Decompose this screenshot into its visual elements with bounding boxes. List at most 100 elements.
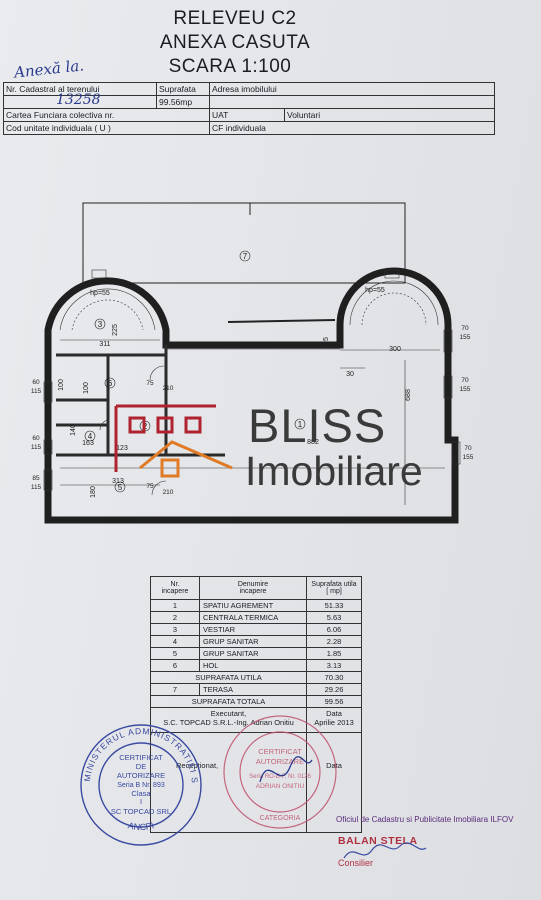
row-surface: 6.06 <box>306 623 362 636</box>
arc-left-inner <box>59 288 156 331</box>
dim-123: 123 <box>116 445 128 452</box>
officer-name: BALAN STELA <box>338 835 418 847</box>
window-marker <box>91 269 107 279</box>
red-stamp-text-4: ADRIAN ONITIU <box>256 783 305 790</box>
row-surface: 5.63 <box>306 611 362 624</box>
row-name: HOL <box>199 659 307 672</box>
door-75-b: 75 <box>146 483 154 490</box>
red-stamp-text-3: Seria RO-B-F, Nr. 0126 <box>249 774 311 780</box>
table-row: 5 GRUP SANITAR 1.85 <box>150 647 362 660</box>
useful-value: 70.30 <box>306 671 362 684</box>
window-marker <box>384 269 400 279</box>
row-nr: 6 <box>150 659 200 672</box>
window-155-r3: 155 <box>463 454 474 461</box>
executant-value: S.C. TOPCAD S.R.L.-Ing. Adrian Onitiu <box>163 718 294 727</box>
stamp-text-5: Clasa <box>131 789 151 798</box>
stamp-text-6: I <box>140 797 142 806</box>
row-name: GRUP SANITAR <box>199 647 307 660</box>
window-70-r3: 70 <box>464 445 472 452</box>
row-nr: 1 <box>150 599 200 612</box>
dim-105: 105 <box>323 337 330 349</box>
window-115: 115 <box>31 388 42 395</box>
window-60-b: 60 <box>32 435 40 442</box>
window-155-r2: 155 <box>460 386 471 393</box>
dim-225: 225 <box>112 324 119 336</box>
row-name: SPATIU AGREMENT <box>199 599 307 612</box>
dim-30: 30 <box>346 371 354 378</box>
dim-180: 180 <box>90 486 97 498</box>
reception-label: Receptionat, <box>176 761 219 770</box>
floor-plan: 7 1 3 6 4 2 5 532 300 30 882 311 163 123… <box>31 202 474 524</box>
engineer-stamp-icon: CERTIFICAT AUTORIZARE Seria RO-B-F, Nr. … <box>223 715 337 829</box>
window-marker <box>43 469 53 491</box>
row-name: CENTRALA TERMICA <box>199 611 307 624</box>
title-line-3: SCARA 1:100 <box>168 56 292 77</box>
total-surface-row: SUPRAFATA TOTALA 99.56 <box>150 695 362 708</box>
window-115-b: 115 <box>31 444 42 451</box>
dim-163: 163 <box>82 440 94 447</box>
date2-label: Data <box>306 732 362 833</box>
officer-signature-icon <box>343 842 427 859</box>
brand-subtitle: Imobiliare <box>245 448 423 494</box>
useful-label: SUPRAFATA UTILA <box>150 671 307 684</box>
terrace-edge <box>227 319 336 323</box>
cf-individual-label: CF individuala <box>209 121 495 135</box>
window-115-c: 115 <box>31 484 42 491</box>
row-surface: 3.13 <box>306 659 362 672</box>
dim-300: 300 <box>389 346 401 353</box>
property-info-table: Nr. Cadastral al terenului Suprafata Adr… <box>3 82 495 135</box>
dim-100-a: 100 <box>58 379 65 391</box>
stamp-ring-bottom: ANCPI <box>127 820 155 832</box>
door-swing-3 <box>99 419 109 431</box>
window-marker <box>443 375 453 399</box>
table-row: 1 SPATIU AGREMENT 51.33 <box>150 599 362 612</box>
stamp-text-7: SC TOPCAD SRL <box>111 807 171 816</box>
terrace-nr: 7 <box>150 683 200 696</box>
table-row: 6 HOL 3.13 <box>150 659 362 672</box>
row-name: GRUP SANITAR <box>199 635 307 648</box>
stamp-text-1: CERTIFICAT <box>119 753 163 762</box>
office-line: Oficiul de Cadastru si Publicitate Imobi… <box>336 815 514 824</box>
dim-100-b: 100 <box>83 382 90 394</box>
arc-right-dim <box>361 292 427 326</box>
row-nr: 3 <box>150 623 200 636</box>
header-surface: Suprafata utila[ mp] <box>306 576 362 600</box>
dim-882: 882 <box>307 439 319 446</box>
door-75-210: 75 <box>146 380 154 387</box>
bliss-logo-icon <box>114 404 233 478</box>
room-number-5: 5 <box>118 483 123 492</box>
door-swing-1 <box>149 365 165 381</box>
total-value: 99.56 <box>306 695 362 708</box>
row-surface: 51.33 <box>306 599 362 612</box>
date-value: Aprilie 2013 <box>314 718 354 727</box>
room-number-4: 4 <box>88 432 93 441</box>
window-marker <box>443 329 453 353</box>
table-row: 2 CENTRALA TERMICA 5.63 <box>150 611 362 624</box>
red-stamp-text-5: CATEGORIA <box>260 815 301 822</box>
door-swing-2 <box>151 480 167 496</box>
row-surface: 1.85 <box>306 647 362 660</box>
date-label: Data <box>326 709 342 718</box>
door-210: 210 <box>163 385 174 392</box>
room-number-7: 7 <box>243 252 248 261</box>
svg-text:ANCPI: ANCPI <box>127 820 155 832</box>
window-marker <box>43 381 53 403</box>
dim-688: 688 <box>405 389 412 401</box>
dim-532: 532 <box>224 342 236 349</box>
exterior-walls <box>44 267 459 524</box>
total-label: SUPRAFATA TOTALA <box>150 695 307 708</box>
dim-313: 313 <box>112 478 124 485</box>
terrace-value: 29.26 <box>306 683 362 696</box>
window-60: 60 <box>32 379 40 386</box>
window-marker <box>43 439 53 455</box>
hp-55-right: hp=55 <box>365 287 385 294</box>
row-surface: 2.28 <box>306 635 362 648</box>
terrace-label: TERASA <box>199 683 307 696</box>
arc-left-dim <box>71 299 144 331</box>
window-155-r1: 155 <box>460 334 471 341</box>
window-70-r1: 70 <box>461 325 469 332</box>
row-nr: 2 <box>150 611 200 624</box>
cadastral-value-cell: 13258 <box>3 92 157 109</box>
